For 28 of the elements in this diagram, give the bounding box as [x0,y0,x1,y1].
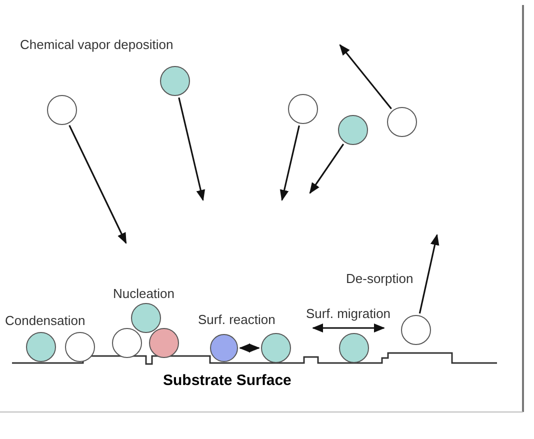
process-label: Surf. migration [306,306,391,321]
particle-circle [288,94,318,124]
particle-circle [26,332,56,362]
particle-circle [339,333,369,363]
particle-circle [160,66,190,96]
particle-circle [112,328,142,358]
particle-circle [338,115,368,145]
surface-label: Substrate Surface [163,372,292,389]
arrow [178,97,206,202]
arrow [339,44,392,110]
title: Chemical vapor deposition [20,37,174,52]
arrow [309,144,344,194]
process-label: Condensation [5,313,86,328]
particle-circle [387,107,417,137]
process-label: Surf. reaction [198,312,276,327]
process-label: Nucleation [113,286,174,301]
particle-circle [131,303,161,333]
particle-circle [47,95,77,125]
particle-circle [149,328,179,358]
arrow [280,125,300,202]
particle-circle [401,315,431,345]
particle-circle [65,332,95,362]
process-label: De-sorption [346,271,414,286]
particle-circle [261,333,291,363]
arrow [418,234,440,314]
arrow [238,344,260,352]
arrow [68,124,127,244]
particle-circle [210,334,238,362]
